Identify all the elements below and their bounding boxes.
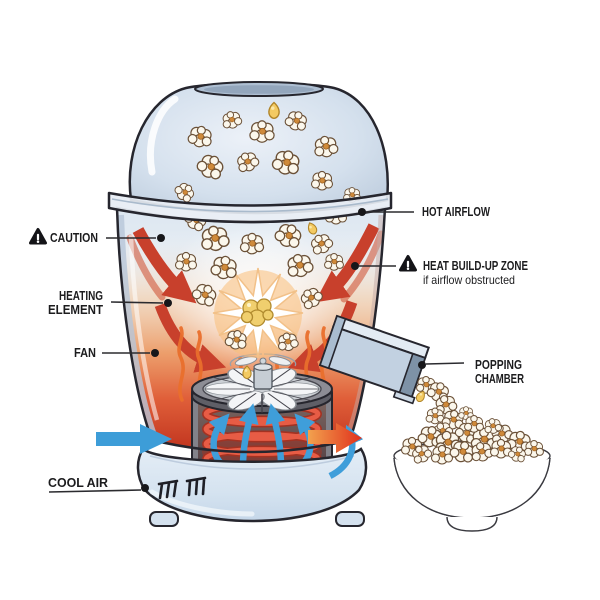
cool-air-leader-dot — [141, 484, 149, 492]
label-heat-buildup: HEAT BUILD-UP ZONE if airflow obstructed — [351, 255, 528, 287]
dome-lid — [128, 81, 389, 215]
motor-hub-top — [253, 363, 273, 372]
caution-label: CAUTION — [50, 231, 98, 245]
heat-buildup-subtitle: if airflow obstructed — [423, 273, 515, 287]
caution-leader-dot — [157, 234, 165, 242]
heat-buildup-leader-dot — [351, 262, 359, 270]
hot-airflow-leader-dot — [358, 208, 366, 216]
label-heating-element: HEATING ELEMENT — [48, 289, 172, 317]
chute-end-cap — [319, 314, 347, 370]
rim-inner-line — [111, 198, 389, 213]
dome-highlight — [146, 95, 179, 176]
cool-air-inlet-arrow — [96, 424, 172, 454]
popcorn-piece — [425, 407, 445, 425]
popcorn-piece — [174, 251, 198, 272]
heating-element-leader-line — [110, 301, 164, 304]
popcorn-bowl — [393, 414, 551, 532]
warning-triangle-icon — [29, 228, 47, 245]
heat-buildup-title: HEAT BUILD-UP ZONE — [423, 259, 528, 273]
fan-assembly — [191, 353, 333, 414]
popper-body — [115, 206, 387, 485]
bowl-front — [394, 458, 550, 518]
popcorn-piece — [464, 414, 484, 433]
popcorn-piece — [239, 232, 265, 255]
popping-chamber-leader-line — [425, 362, 465, 365]
air-intake-vents — [157, 476, 207, 500]
chute-lip — [392, 390, 416, 405]
heating-element-leader-dot — [164, 299, 172, 307]
cool-air-label: COOL AIR — [48, 476, 108, 490]
popcorn-piece — [524, 439, 544, 458]
label-popping-chamber: POPPING CHAMBER — [418, 358, 524, 386]
labels-layer: CAUTION HEATING ELEMENT FAN COOL AIR HOT — [29, 205, 528, 493]
label-caution: CAUTION — [29, 228, 165, 245]
propeller-cap — [259, 357, 267, 365]
label-fan: FAN — [74, 346, 159, 360]
popping-chamber-label-line1: POPPING — [475, 358, 522, 372]
popping-chamber-leader-dot — [418, 361, 426, 369]
popcorn-piece — [324, 252, 344, 271]
bowl-foot — [446, 516, 498, 532]
popcorn-piece — [249, 120, 275, 143]
popcorn-piece — [310, 170, 334, 191]
hot-airflow-arrow-lower-left — [154, 303, 227, 373]
heating-element-label-line1: HEATING — [59, 289, 103, 303]
hot-airflow-label: HOT AIRFLOW — [422, 205, 490, 219]
propeller-blade — [234, 356, 258, 366]
heating-element-label-line2: ELEMENT — [48, 303, 103, 317]
dome-opening-inner — [204, 85, 314, 94]
base-top-edge — [149, 455, 355, 470]
label-hot-airflow: HOT AIRFLOW — [358, 205, 490, 219]
popping-kernel-cluster — [240, 298, 274, 327]
fan-leader-dot — [151, 349, 159, 357]
left-wall-highlight — [128, 234, 160, 421]
hot-air-exit-arrow — [308, 423, 362, 453]
base-foot — [149, 511, 179, 527]
base-foot — [335, 511, 365, 527]
rim-collar — [107, 191, 393, 224]
label-cool-air: COOL AIR — [48, 476, 149, 493]
cool-air-leader-line — [48, 489, 142, 493]
popping-chamber-label-line2: CHAMBER — [475, 372, 524, 386]
fan-label: FAN — [74, 346, 96, 360]
warning-triangle-icon — [399, 255, 417, 272]
hot-airflow-arrow-right — [314, 223, 380, 303]
base-unit — [136, 447, 368, 527]
grill-spokes — [205, 365, 319, 413]
popping-chamber-chute — [318, 314, 430, 405]
propeller-blade — [268, 356, 292, 366]
left-wall-shading — [118, 214, 157, 437]
